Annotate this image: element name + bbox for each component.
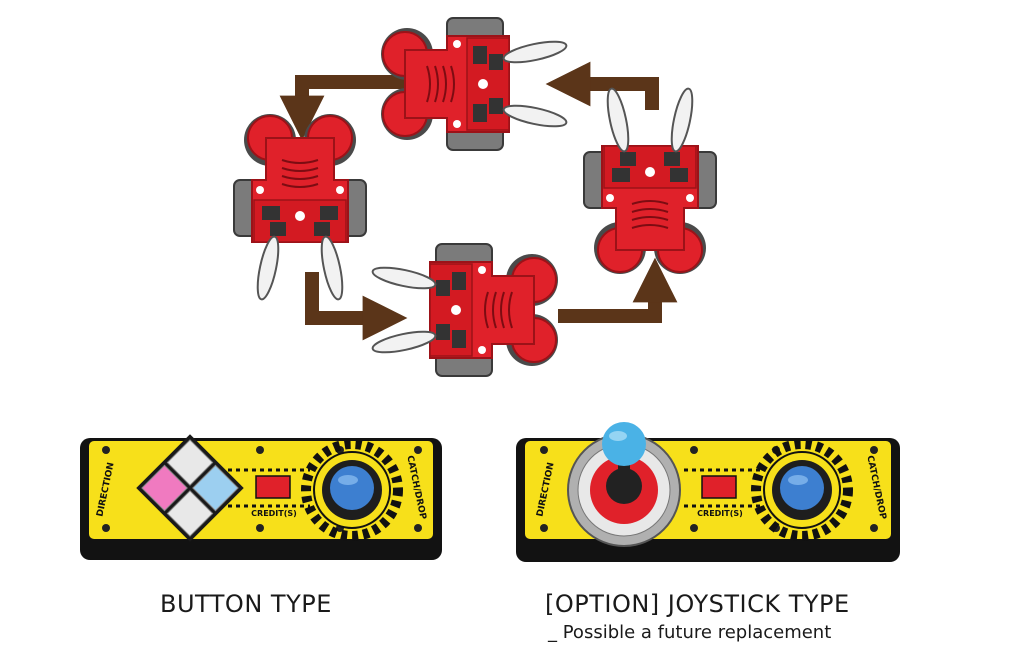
button-type-panel: DIRECTION CREDIT(S) CATCH/DROP xyxy=(80,434,442,560)
credits-label: CREDIT(S) xyxy=(251,509,297,518)
rotation-arrow-bottom-left xyxy=(305,272,408,341)
joystick-note: _ Possible a future replacement xyxy=(548,622,832,643)
rotation-arrow-top-right xyxy=(545,61,659,110)
joystick-type-panel: DIRECTION CREDIT(S) CATCH/DROP xyxy=(516,422,900,562)
button-type-caption: BUTTON TYPE xyxy=(160,590,332,618)
rotation-arrow-bottom-right xyxy=(558,257,678,323)
robot-facing-right xyxy=(370,243,559,377)
robot-facing-down xyxy=(233,113,367,302)
joystick-type-caption: [OPTION] JOYSTICK TYPE xyxy=(545,590,850,618)
robot-rotation-diagram xyxy=(233,17,717,377)
robot-facing-up xyxy=(583,86,717,275)
credits-label: CREDIT(S) xyxy=(697,509,743,518)
rotation-arrow-top-left xyxy=(279,75,410,141)
robot-facing-left xyxy=(380,17,569,151)
